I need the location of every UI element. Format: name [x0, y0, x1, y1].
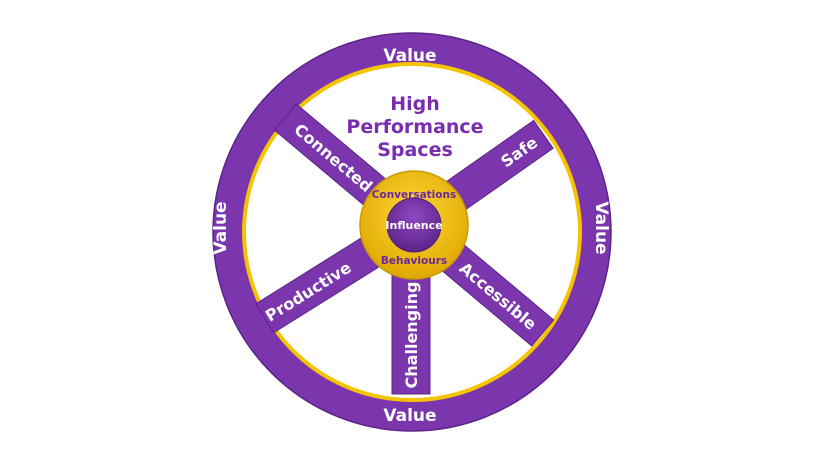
- title-line-2: Performance: [346, 116, 483, 138]
- spoke-label-accessible: Accessible: [456, 258, 541, 333]
- rim-label-left: Value: [211, 201, 231, 254]
- hub-label-behaviours: Behaviours: [381, 255, 447, 267]
- rim-label-top: Value: [383, 46, 436, 66]
- hub-label-influence: Influence: [385, 219, 442, 232]
- hub-label-conversations: Conversations: [372, 189, 456, 201]
- title-line-1: High: [390, 93, 440, 115]
- rim-edge: [212, 32, 612, 432]
- title-line-3: Spaces: [377, 139, 453, 161]
- rim-label-right: Value: [591, 201, 611, 254]
- outer-rim: [213, 33, 611, 431]
- rim-label-bottom: Value: [383, 406, 436, 426]
- hub-center: [386, 197, 442, 253]
- spoke-label-challenging: Challenging: [402, 282, 421, 389]
- yellow-inner-ring: [242, 62, 582, 402]
